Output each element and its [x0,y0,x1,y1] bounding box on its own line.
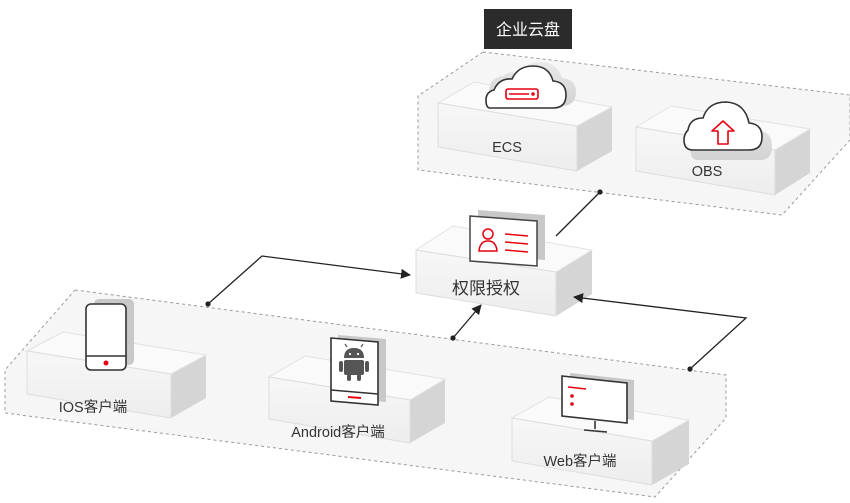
monitor-icon [561,373,634,433]
web-label: Web客户端 [543,453,616,470]
ecs-label: ECS [492,140,522,156]
cloud-to-auth-link [555,191,601,237]
connectors [205,189,748,372]
connector-dot [205,301,211,307]
obs-label: OBS [692,164,723,180]
clients-to-auth-arrow-right [573,293,748,370]
connector-dot [687,366,693,372]
clients-to-auth-arrow-center [452,304,482,339]
ecs-node: ECS [436,62,614,172]
server-cloud-icon [485,62,576,109]
android-label: Android客户端 [291,424,384,441]
id-card-icon [469,210,545,267]
obs-node: OBS [634,101,812,196]
upload-cloud-icon [683,101,772,160]
clients-to-auth-arrow-left [207,255,411,305]
ios-label: IOS客户端 [59,399,127,416]
phone-icon [85,299,134,371]
auth-label: 权限授权 [452,279,520,298]
connector-dot [597,189,603,195]
ios-node: IOS客户端 [25,299,208,419]
web-node: Web客户端 [510,373,691,486]
android-node: Android客户端 [267,335,447,444]
cloud-disk-group-badge [484,9,572,49]
android-icon [330,335,386,406]
connector-dot [450,335,456,341]
auth-node: 权限授权 [414,210,594,317]
cloud-disk-group-title: 企业云盘 [496,20,560,39]
